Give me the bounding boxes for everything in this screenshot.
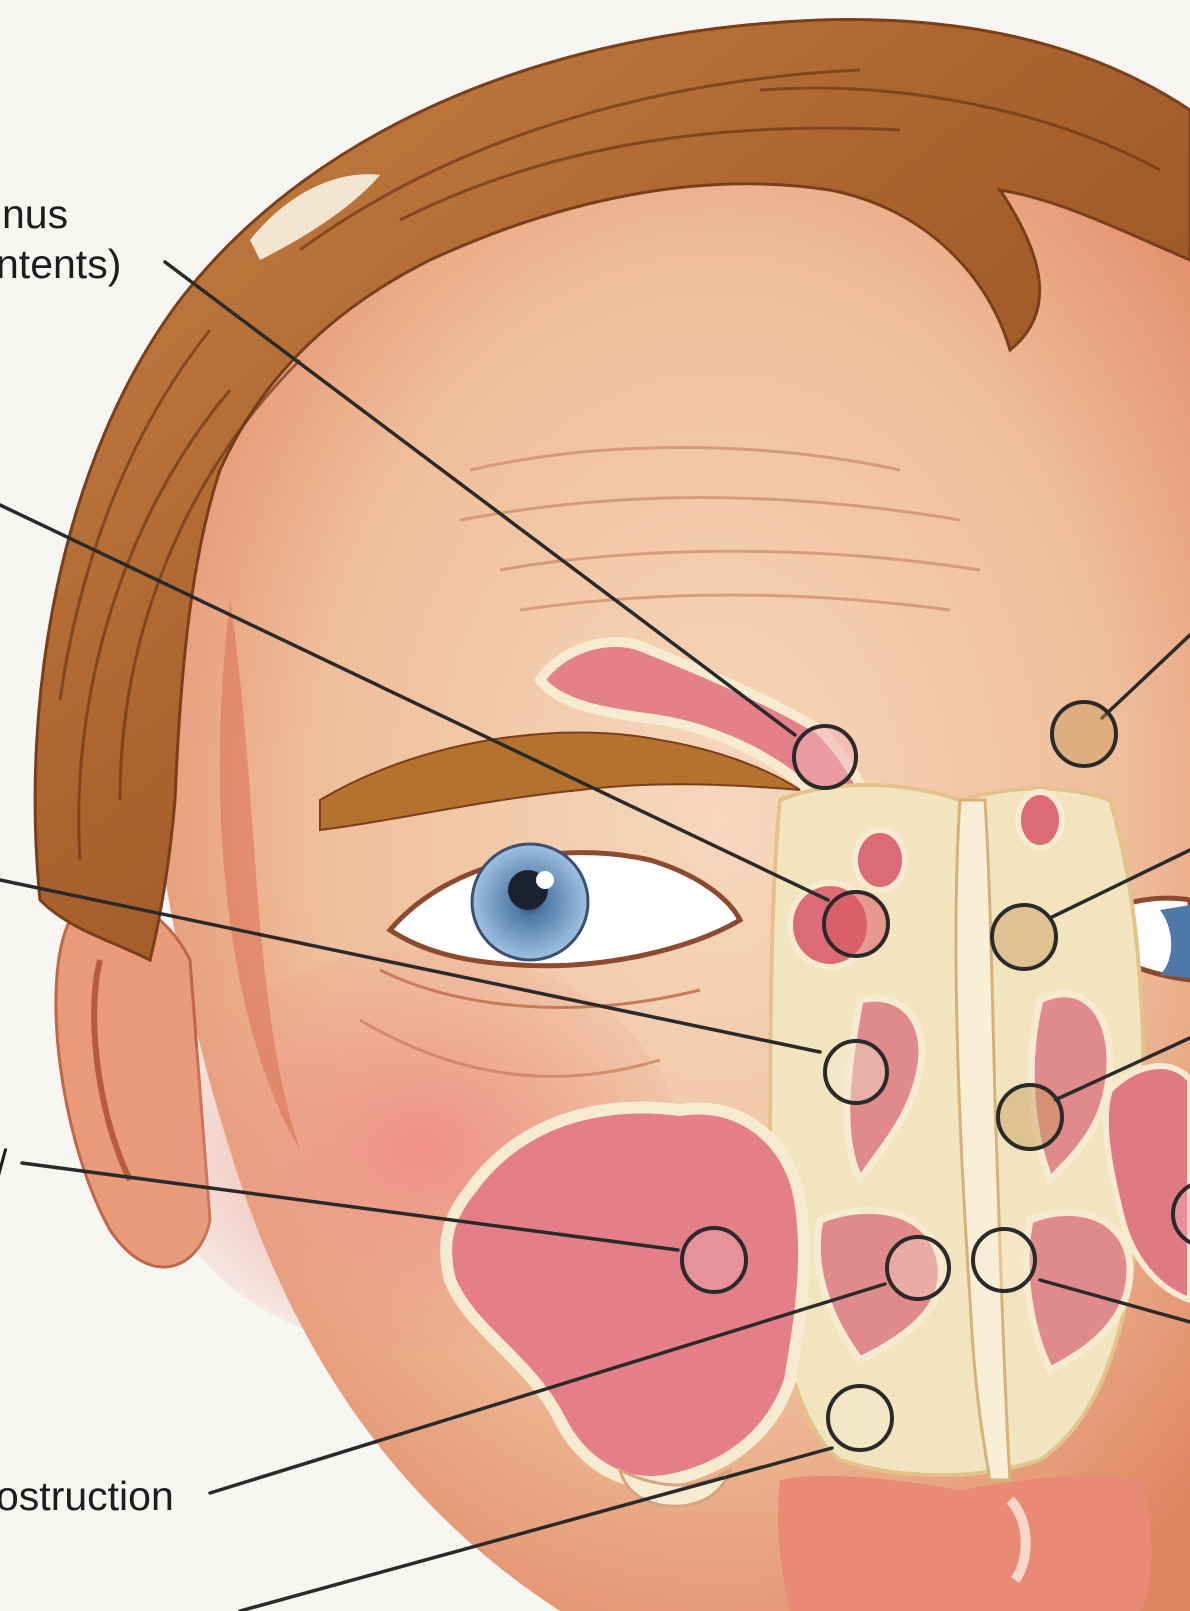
label-obstruction: ostruction [0,1474,174,1518]
label-frontal-sinus-line2: ntents) [0,242,121,286]
right-ethmoid-marker [992,905,1056,969]
right-upper-marker [1052,702,1116,766]
label-fragment-c: / [0,1142,7,1186]
inferior-turbinate-marker [828,1386,892,1450]
ethmoid-sinus-marker [824,892,888,956]
maxillary-sinus-marker [682,1228,746,1292]
septum-marker-left [887,1237,949,1299]
frontal-sinus-marker [794,726,856,788]
right-middle-marker [998,1085,1062,1149]
middle-turbinate-marker [825,1041,887,1103]
label-frontal-sinus-line1: nus [2,192,68,236]
septum-marker-right [973,1229,1035,1291]
eye-highlight [536,871,554,889]
nose-tip [778,1476,1152,1611]
